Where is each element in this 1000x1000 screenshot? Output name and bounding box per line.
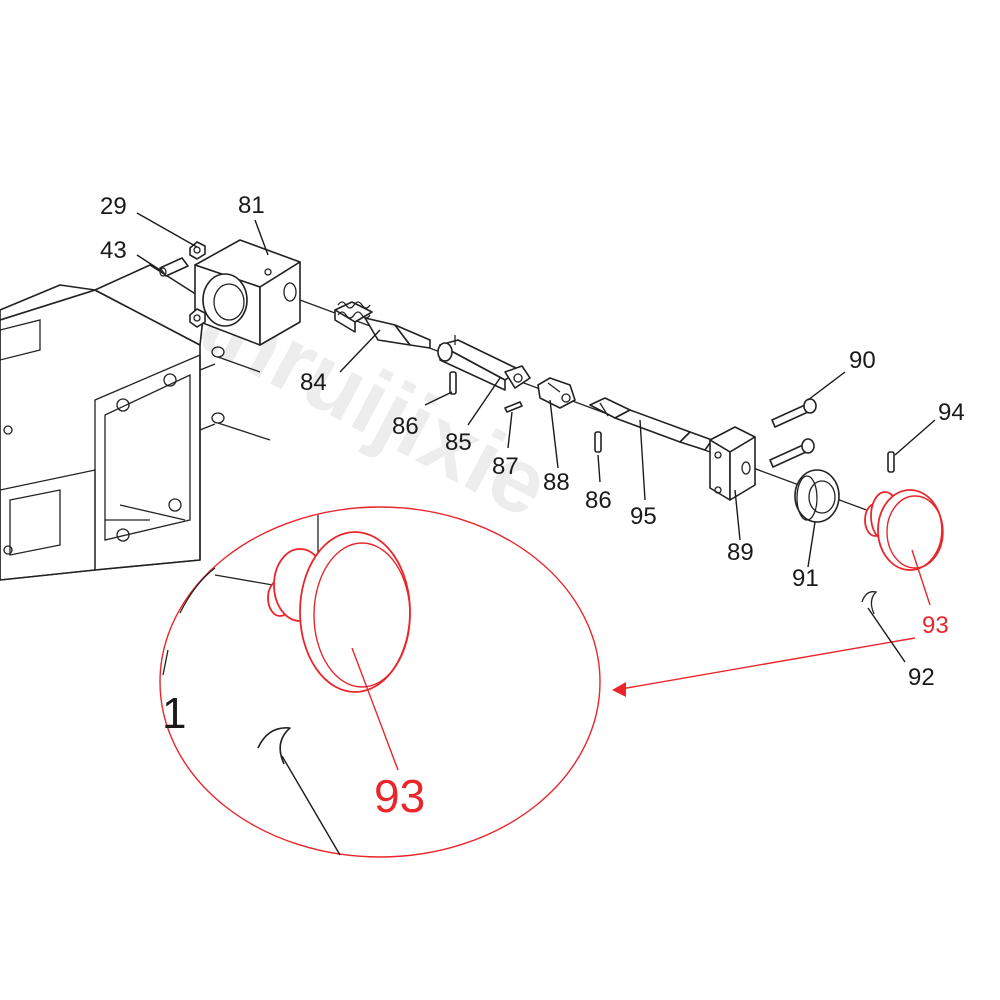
- leader-lines: [136, 212, 936, 771]
- part-91-washer: [794, 469, 840, 523]
- part-85-sleeve: [437, 335, 531, 391]
- part-87-pin: [504, 401, 523, 413]
- part-43-pin: [159, 257, 189, 277]
- label-43: 43: [100, 237, 127, 264]
- housing-block: [0, 264, 271, 581]
- label-88: 88: [543, 469, 570, 496]
- part-labels: 29 43 81 84 86 85 87 88 86 95 89 90 91 9…: [100, 192, 965, 822]
- label-84: 84: [300, 369, 327, 396]
- label-1-zoom: 1: [162, 689, 186, 738]
- label-86-left: 86: [392, 413, 419, 440]
- label-81: 81: [238, 192, 265, 219]
- part-89-bracket: [709, 426, 756, 501]
- label-89: 89: [727, 539, 754, 566]
- label-95: 95: [630, 503, 657, 530]
- label-85: 85: [445, 429, 472, 456]
- part-84-spring-shaft: [334, 301, 431, 349]
- part-92-clip: [861, 591, 878, 615]
- part-90-screws: [769, 398, 817, 468]
- part-95-shaft: [589, 397, 713, 451]
- label-93-zoom: 93: [374, 770, 425, 822]
- label-29: 29: [100, 193, 127, 220]
- part-29-nut: [189, 241, 206, 260]
- label-86-right: 86: [585, 487, 612, 514]
- label-92: 92: [908, 664, 935, 691]
- part-94-pin: [887, 451, 895, 473]
- label-87: 87: [492, 453, 519, 480]
- zoom-callout: [159, 506, 916, 858]
- label-91: 91: [792, 565, 819, 592]
- label-90: 90: [849, 347, 876, 374]
- part-93-knob: [864, 489, 944, 571]
- part-88-clevis: [537, 377, 576, 409]
- label-94: 94: [938, 399, 965, 426]
- part-86-pin-left: [449, 371, 457, 395]
- part-86-pin-right: [594, 431, 602, 453]
- label-93: 93: [922, 612, 949, 639]
- part-nut-mid: [189, 308, 206, 328]
- part-81-block: [194, 239, 301, 346]
